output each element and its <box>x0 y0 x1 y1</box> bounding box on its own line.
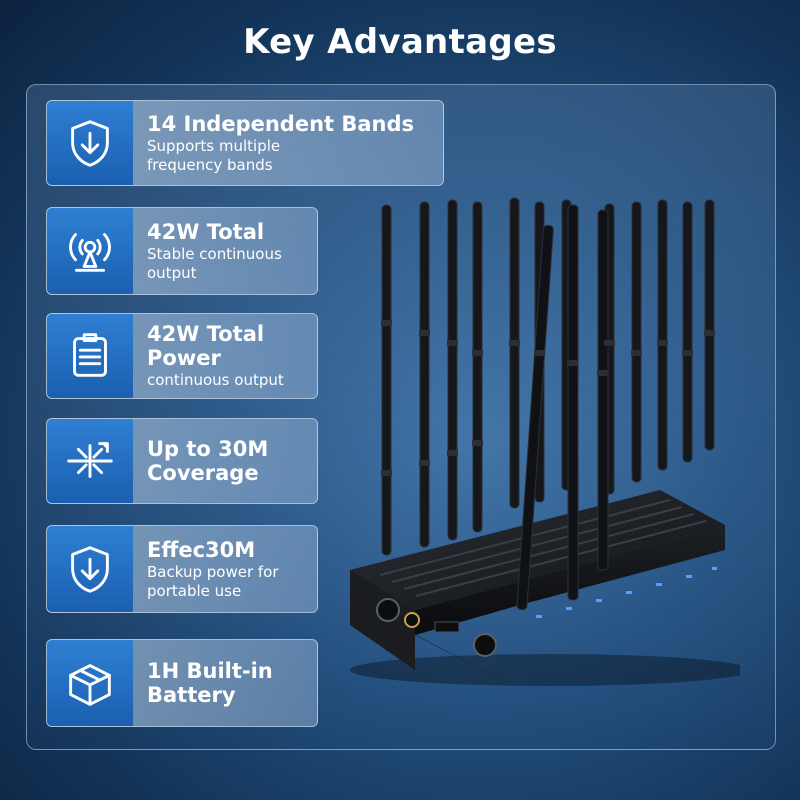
box-icon <box>47 640 133 726</box>
feature-title: 1H Built-in Battery <box>147 659 273 707</box>
feature-card-battery: 1H Built-in Battery <box>46 639 318 727</box>
feature-card-bands: 14 Independent Bands Supports multiple f… <box>46 100 444 186</box>
shield-down-arrow-icon <box>47 101 133 185</box>
feature-card-42w-total: 42W Total Stable continuous output <box>46 207 318 295</box>
feature-card-effec30m: Effec30M Backup power for portable use <box>46 525 318 613</box>
feature-subtitle: Stable continuous output <box>147 244 282 282</box>
feature-title: 14 Independent Bands <box>147 111 415 136</box>
feature-card-42w-power: 42W Total Power continuous output <box>46 313 318 399</box>
feature-title: Up to 30M Coverage <box>147 437 269 485</box>
feature-subtitle: Supports multiple frequency bands <box>147 136 281 174</box>
signal-broadcast-icon <box>47 208 133 294</box>
jammer-device-image <box>350 197 740 690</box>
feature-card-coverage: Up to 30M Coverage <box>46 418 318 504</box>
coverage-burst-icon <box>47 419 133 503</box>
feature-subtitle: Backup power for portable use <box>147 562 279 600</box>
feature-subtitle: continuous output <box>147 371 284 389</box>
feature-title: 42W Total Power <box>147 322 265 370</box>
document-list-icon <box>47 314 133 398</box>
feature-title: Effec30M <box>147 537 256 562</box>
page-title: Key Advantages <box>243 22 557 62</box>
feature-title: 42W Total <box>147 219 265 244</box>
shield-down-arrow-icon <box>47 526 133 612</box>
